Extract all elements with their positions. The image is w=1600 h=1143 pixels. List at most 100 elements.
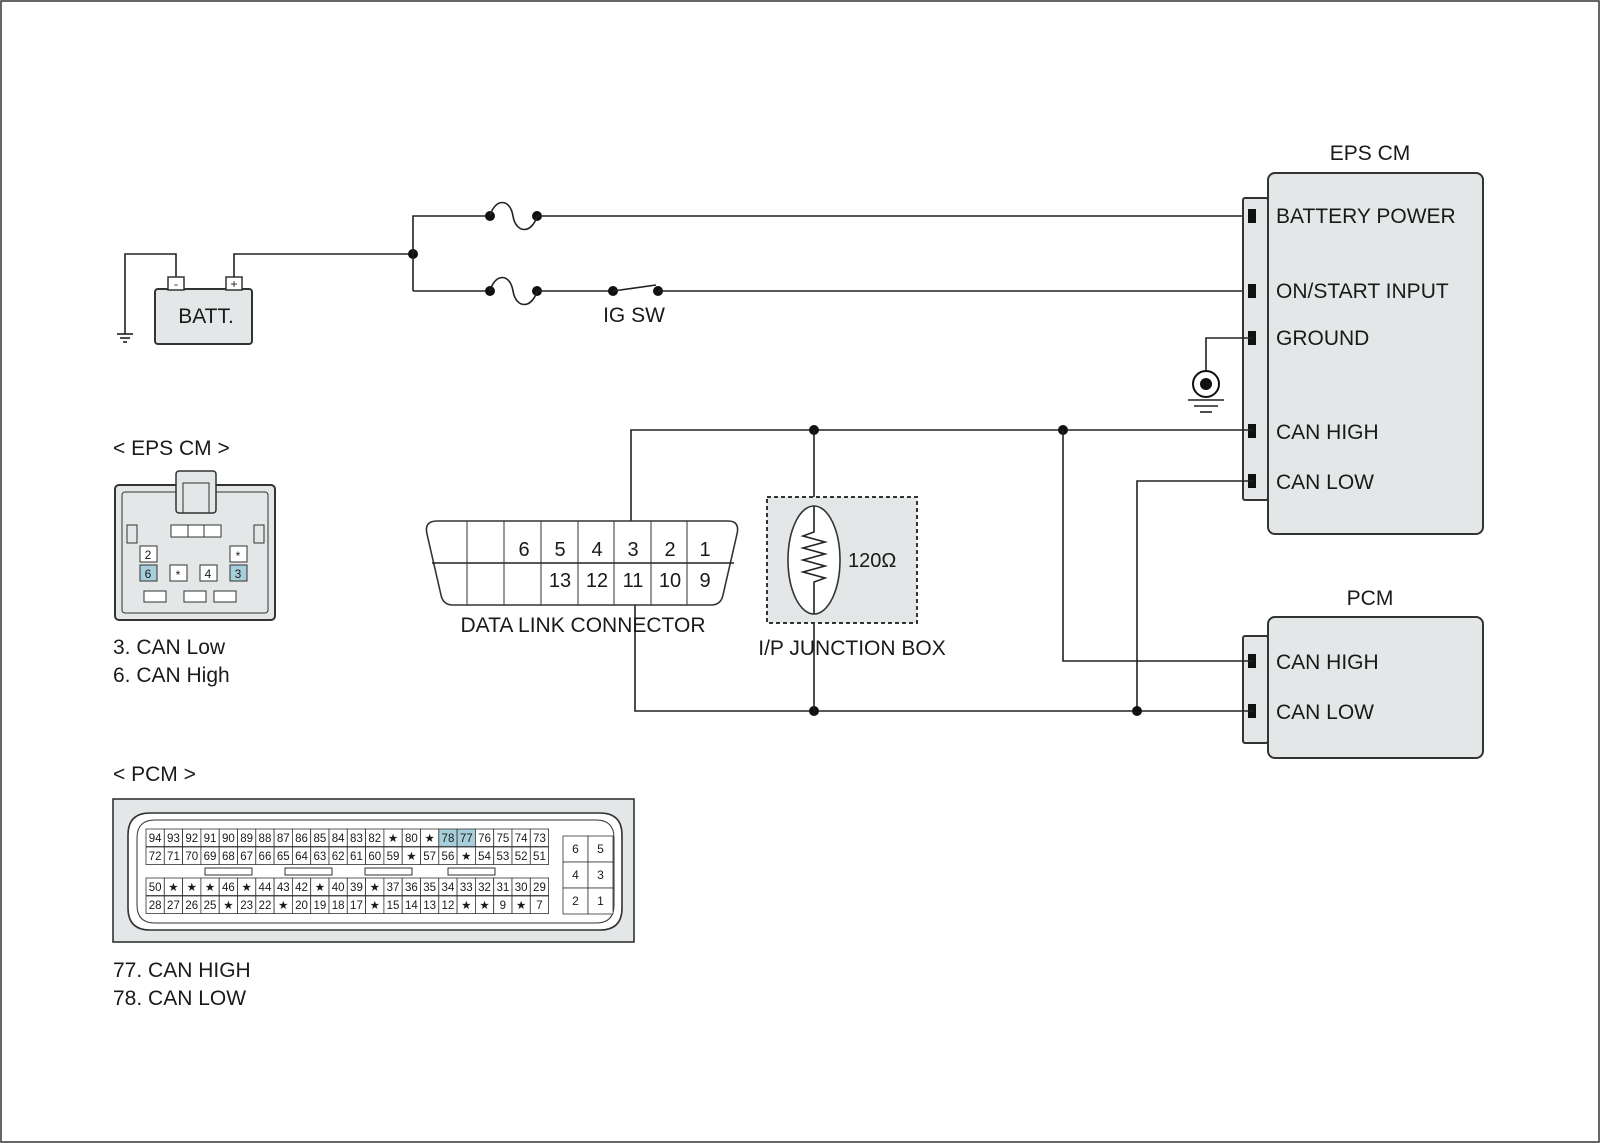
pcm-pin-label: 84 <box>332 833 345 845</box>
pcm-pin-label: 62 <box>332 851 345 863</box>
dlc-pin: 13 <box>549 570 571 592</box>
pcm-pin-label: 14 <box>405 900 418 912</box>
eps-connector-title: < EPS CM > <box>113 437 230 460</box>
pcm-pin-label: 87 <box>277 833 290 845</box>
pcm-pin-label: 17 <box>350 900 363 912</box>
pcm-pin-label: 52 <box>515 851 528 863</box>
pcm-pin-label: 37 <box>387 882 400 894</box>
dlc-pin: 2 <box>664 539 675 561</box>
pcm-note-can-low: 78. CAN LOW <box>113 987 246 1010</box>
dlc-pin: 5 <box>554 539 565 561</box>
battery-neg-terminal: - <box>174 277 178 291</box>
pcm-pin-label: 92 <box>185 833 198 845</box>
pcm-pin-label: 56 <box>442 851 455 863</box>
pcm-side-pin-label: 5 <box>597 842 604 856</box>
eps-pin-battery-power: BATTERY POWER <box>1276 205 1456 228</box>
pcm-pin-label-can: 77 <box>460 833 473 845</box>
pcm-pin-label: 82 <box>368 833 381 845</box>
eps-cm-title: EPS CM <box>1330 142 1411 165</box>
pcm-pin-label: 20 <box>295 900 308 912</box>
pcm-pin-label: ★ <box>205 882 215 894</box>
pcm-pin-label: 50 <box>149 882 162 894</box>
pcm-pin-label: 69 <box>204 851 217 863</box>
pcm-pin-label: 27 <box>167 900 180 912</box>
pcm-pin-label: 9 <box>500 900 506 912</box>
pcm-title: PCM <box>1347 587 1394 610</box>
pcm-pin-label: ★ <box>187 882 197 894</box>
pcm-pin-label: ★ <box>278 900 288 912</box>
pcm-pin-label: 43 <box>277 882 290 894</box>
pcm-pin-label: 28 <box>149 900 162 912</box>
dlc-pin: 3 <box>627 539 638 561</box>
pcm-side-pin-label: 4 <box>572 868 579 882</box>
dlc-pin: 11 <box>623 570 644 592</box>
pcm-side-cell <box>587 861 614 889</box>
pcm-pin-cell <box>529 828 549 847</box>
dlc-label: DATA LINK CONNECTOR <box>460 614 705 637</box>
battery: - + BATT. <box>117 249 418 345</box>
pcm-pin-label: 26 <box>185 900 198 912</box>
eps-note-can-high: 6. CAN High <box>113 664 230 687</box>
dlc-pin: 6 <box>518 539 529 561</box>
eps-note-can-low: 3. CAN Low <box>113 636 226 659</box>
pcm-pin-label: 42 <box>295 882 308 894</box>
eps-pin-ground: GROUND <box>1276 327 1369 350</box>
pcm-pin-label: 85 <box>313 833 326 845</box>
pcm-pin-label: 30 <box>515 882 528 894</box>
pcm-pin-label: 70 <box>185 851 198 863</box>
pcm-pin-label: 7 <box>536 900 542 912</box>
ig-switch-label: IG SW <box>603 304 665 327</box>
pcm-pin-label: ★ <box>424 833 434 845</box>
pcm-pin-label: 36 <box>405 882 418 894</box>
pcm-pin-label: 91 <box>204 833 217 845</box>
pcm-side-pin-label: 2 <box>572 894 579 908</box>
eps-pin-on-start: ON/START INPUT <box>1276 280 1449 303</box>
pcm-pin-label: ★ <box>370 900 380 912</box>
pcm-pin-label: 86 <box>295 833 308 845</box>
dlc-pin: 9 <box>699 570 710 592</box>
pcm-pin-label: 64 <box>295 851 308 863</box>
pcm-pin-label: 59 <box>387 851 400 863</box>
eps-conn-pin: 4 <box>205 567 212 581</box>
pcm-pin-label: 23 <box>240 900 253 912</box>
pcm-pin-label: 12 <box>442 900 455 912</box>
pcm-note-can-high: 77. CAN HIGH <box>113 959 251 982</box>
eps-conn-pin: * <box>176 568 181 582</box>
pcm-pin-label: 51 <box>533 851 546 863</box>
pcm-pin-cell <box>529 877 549 896</box>
pcm-pin-label: 13 <box>423 900 436 912</box>
pcm-pin-label: 18 <box>332 900 345 912</box>
pcm-pin-label: 75 <box>496 833 509 845</box>
pcm-pin-label: 67 <box>240 851 253 863</box>
pcm-pin-label: 66 <box>259 851 272 863</box>
pcm-pin-label: ★ <box>479 900 489 912</box>
pcm-pin-label: 32 <box>478 882 491 894</box>
pcm-pin-label: 33 <box>460 882 473 894</box>
pcm-pin-label: 80 <box>405 833 418 845</box>
pcm-pin-label: 15 <box>387 900 400 912</box>
resistor-value: 120Ω <box>848 550 896 572</box>
pcm-pin-label: 89 <box>240 833 253 845</box>
eps-conn-pin: 2 <box>145 548 152 562</box>
pcm-connector-title: < PCM > <box>113 763 196 786</box>
pcm-side-cell <box>562 835 589 863</box>
pcm-pin-label: 39 <box>350 882 363 894</box>
chassis-ground-icon <box>1188 370 1224 413</box>
dlc-pin: 10 <box>659 570 681 592</box>
pcm-pin-label: 83 <box>350 833 363 845</box>
pcm-pin-label: 57 <box>423 851 436 863</box>
pcm-pin-label: 19 <box>313 900 326 912</box>
pcm-pin-label: 90 <box>222 833 235 845</box>
data-link-connector: 6 5 4 3 2 1 13 12 11 10 9 DATA LINK CONN… <box>425 520 739 637</box>
junction-box-label: I/P JUNCTION BOX <box>758 637 945 660</box>
pcm-module: PCM CAN HIGH CAN LOW <box>1242 587 1484 759</box>
pcm-pin-label-can: 78 <box>442 833 455 845</box>
pcm-pin-label: 94 <box>149 833 162 845</box>
pcm-pin-label: 63 <box>313 851 326 863</box>
pcm-pin-label: ★ <box>168 882 178 894</box>
eps-cm-module: EPS CM BATTERY POWER ON/START INPUT GROU… <box>1188 142 1484 535</box>
dlc-pin: 4 <box>591 539 602 561</box>
